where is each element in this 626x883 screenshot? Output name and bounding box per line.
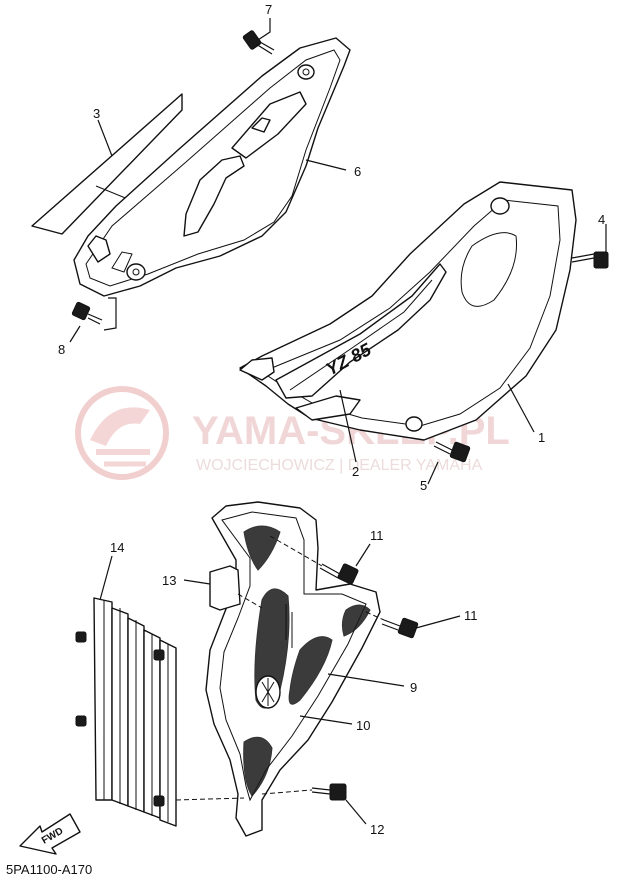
label-part-3: 3 xyxy=(93,106,100,121)
part-7-bolt xyxy=(242,18,275,55)
part-6-side-panel xyxy=(73,37,351,297)
part-14-grille xyxy=(75,555,245,827)
leader-lines xyxy=(97,119,535,725)
label-part-1: 1 xyxy=(538,430,545,445)
label-part-5: 5 xyxy=(420,478,427,493)
diagram-code: 5PA1100-A170 xyxy=(6,862,93,877)
label-part-9: 9 xyxy=(410,680,417,695)
part-11-bolt-upper xyxy=(269,535,371,585)
part-12-bolt xyxy=(261,783,367,825)
part-4-bolt xyxy=(571,224,609,269)
label-part-10: 10 xyxy=(356,718,370,733)
part-number-labels: 7 3 6 4 8 1 2 5 11 14 13 11 9 10 12 xyxy=(58,2,605,837)
label-part-8: 8 xyxy=(58,342,65,357)
label-part-14: 14 xyxy=(110,540,124,555)
label-part-7: 7 xyxy=(265,2,272,17)
label-part-13: 13 xyxy=(162,573,176,588)
label-part-4: 4 xyxy=(598,212,605,227)
label-part-11-upper: 11 xyxy=(370,528,384,543)
label-part-6: 6 xyxy=(354,164,361,179)
watermark-subtitle: WOJCIECHOWICZ | DEALER YAMAHA xyxy=(196,457,483,474)
part-11-bolt-lower xyxy=(365,611,461,639)
fwd-arrow: FWD xyxy=(19,813,81,855)
label-part-2: 2 xyxy=(352,464,359,479)
watermark-logo xyxy=(75,386,169,480)
part-13-pad xyxy=(183,565,263,611)
label-part-12: 12 xyxy=(370,822,384,837)
part-9-radiator-shroud xyxy=(205,501,381,837)
part-8-bolt xyxy=(69,297,117,343)
label-part-11-lower: 11 xyxy=(464,608,478,623)
part-5-bolt xyxy=(427,441,471,485)
